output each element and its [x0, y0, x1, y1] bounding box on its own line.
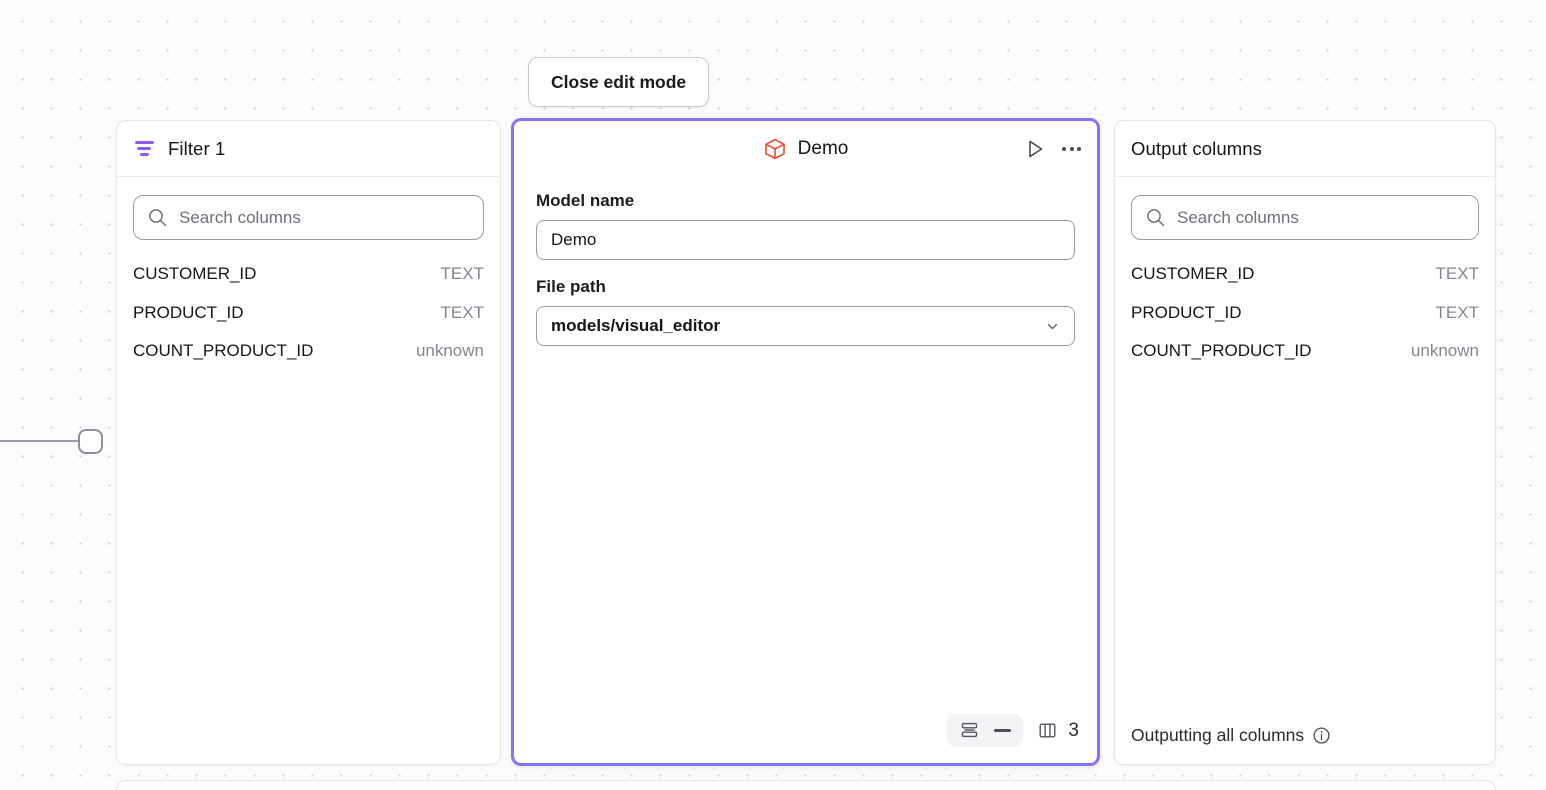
- filter-column-list: CUSTOMER_ID TEXT PRODUCT_ID TEXT COUNT_P…: [117, 250, 500, 380]
- filter-panel-title: Filter 1: [168, 137, 226, 159]
- table-row[interactable]: CUSTOMER_ID TEXT: [1131, 264, 1479, 303]
- filter-panel-header: Filter 1: [117, 121, 500, 177]
- table-row[interactable]: CUSTOMER_ID TEXT: [133, 264, 484, 303]
- output-panel-title: Output columns: [1131, 137, 1262, 159]
- file-path-select[interactable]: models/visual_editor: [536, 306, 1075, 346]
- cube-icon: [763, 137, 787, 161]
- column-type: unknown: [1410, 341, 1479, 360]
- column-name: PRODUCT_ID: [1131, 302, 1242, 322]
- row-count-value: [994, 729, 1012, 732]
- model-panel-body: Model name Demo File path models/visual_…: [514, 177, 1097, 714]
- table-row[interactable]: PRODUCT_ID TEXT: [1131, 303, 1479, 342]
- filter-search-placeholder: Search columns: [179, 207, 301, 227]
- column-name: CUSTOMER_ID: [1131, 264, 1255, 283]
- column-count-value: 3: [1068, 719, 1079, 741]
- output-search-input[interactable]: Search columns: [1131, 195, 1479, 240]
- table-row[interactable]: COUNT_PRODUCT_ID unknown: [1131, 341, 1479, 380]
- flow-edge-line: [0, 440, 82, 442]
- column-name: COUNT_PRODUCT_ID: [133, 341, 314, 360]
- output-panel-footer: Outputting all columns: [1115, 725, 1495, 764]
- model-panel[interactable]: Demo Model name Demo File path models/vi…: [511, 118, 1100, 766]
- filter-search-wrap: Search columns: [117, 177, 500, 250]
- column-type: TEXT: [1435, 302, 1479, 322]
- column-type: TEXT: [1435, 264, 1479, 283]
- search-icon: [148, 208, 167, 227]
- row-count-control[interactable]: [947, 714, 1024, 747]
- model-name-input[interactable]: Demo: [536, 220, 1075, 260]
- file-path-value: models/visual_editor: [551, 316, 721, 335]
- model-panel-header: Demo: [514, 121, 1097, 177]
- rows-icon: [959, 720, 980, 741]
- output-panel-header: Output columns: [1115, 121, 1495, 177]
- output-column-list: CUSTOMER_ID TEXT PRODUCT_ID TEXT COUNT_P…: [1115, 250, 1495, 725]
- output-status-text: Outputting all columns: [1131, 725, 1305, 745]
- column-type: TEXT: [440, 264, 484, 283]
- bottom-partial-panel[interactable]: [116, 780, 1496, 790]
- close-edit-mode-button[interactable]: Close edit mode: [528, 57, 710, 107]
- model-panel-title: Demo: [797, 138, 849, 159]
- model-name-label: Model name: [536, 191, 635, 210]
- column-name: COUNT_PRODUCT_ID: [1131, 341, 1312, 360]
- output-search-wrap: Search columns: [1115, 177, 1495, 250]
- column-type: TEXT: [440, 302, 484, 322]
- search-icon: [1146, 208, 1165, 227]
- filter-search-input[interactable]: Search columns: [133, 195, 484, 240]
- model-panel-footer: 3: [514, 714, 1097, 763]
- filter-panel[interactable]: Filter 1 Search columns CUSTOMER_ID TEXT…: [116, 120, 501, 765]
- filter-icon: [133, 138, 155, 160]
- column-count-control[interactable]: 3: [1037, 720, 1079, 742]
- column-type: unknown: [415, 341, 484, 360]
- file-path-label: File path: [536, 277, 606, 296]
- input-connector-handle[interactable]: [78, 429, 103, 454]
- play-icon[interactable]: [1024, 138, 1046, 160]
- output-columns-panel[interactable]: Output columns Search columns CUSTOMER_I…: [1114, 120, 1496, 765]
- columns-icon: [1037, 720, 1058, 741]
- column-name: PRODUCT_ID: [133, 302, 244, 322]
- table-row[interactable]: PRODUCT_ID TEXT: [133, 303, 484, 342]
- column-name: CUSTOMER_ID: [133, 264, 257, 283]
- info-icon[interactable]: [1312, 726, 1331, 745]
- chevron-down-icon: [1045, 319, 1060, 334]
- table-row[interactable]: COUNT_PRODUCT_ID unknown: [133, 341, 484, 380]
- output-search-placeholder: Search columns: [1177, 207, 1299, 227]
- ellipsis-icon[interactable]: [1062, 138, 1081, 160]
